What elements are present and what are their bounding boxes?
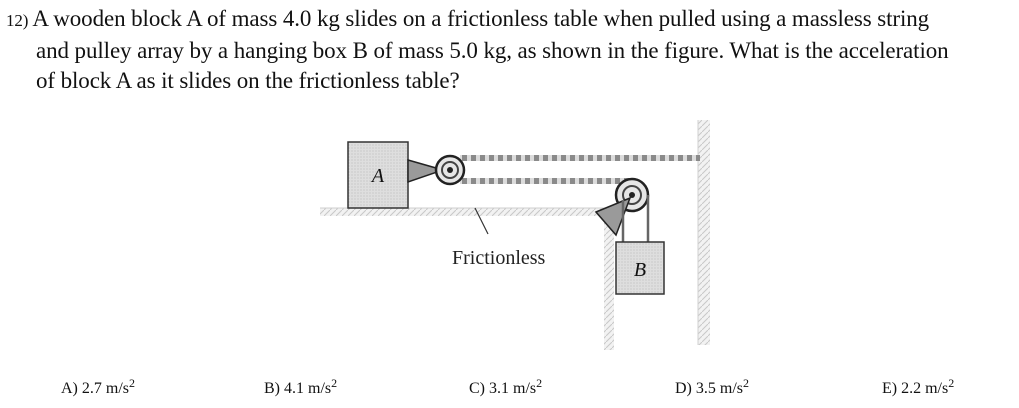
table-surface [320,207,614,350]
question-line-1: A wooden block A of mass 4.0 kg slides o… [32,6,930,31]
frictionless-label: Frictionless [452,247,546,269]
pulley-a-bracket [407,159,446,184]
block-a [347,141,409,209]
answer-exponent: 2 [743,376,750,390]
pulley-table-bracket [594,196,632,237]
answer-exponent: 2 [331,376,338,390]
answer-option-d[interactable]: D) 3.5 m/s2 [675,376,749,398]
question-text: 12)A wooden block A of mass 4.0 kg slide… [6,4,1011,96]
block-a-label: A [370,165,385,187]
question-line-3: of block A as it slides on the frictionl… [36,68,460,93]
pulley-figure: A B Frictionless [320,120,710,350]
question-line-2: and pulley array by a hanging box B of m… [36,38,949,63]
answer-letter: C) [469,380,485,397]
frictionless-pointer [474,207,489,235]
wall-support [697,120,710,345]
answer-exponent: 2 [536,376,543,390]
answer-exponent: 2 [129,376,136,390]
answer-option-b[interactable]: B) 4.1 m/s2 [264,376,337,398]
answer-value: 2.7 m/s [81,380,130,397]
block-b-label: B [634,259,646,281]
rope-upper [460,155,700,161]
answer-exponent: 2 [948,376,955,390]
answer-option-e[interactable]: E) 2.2 m/s2 [882,376,954,398]
answer-value: 2.2 m/s [901,380,949,397]
answer-letter: D) [675,380,692,397]
answer-value: 3.5 m/s [695,380,744,397]
answer-letter: E) [882,380,898,397]
block-b [615,241,665,295]
answer-value: 3.1 m/s [489,380,537,397]
answer-option-c[interactable]: C) 3.1 m/s2 [469,376,542,398]
rope-lower [460,178,630,184]
question-number: 12) [6,11,29,30]
pulley-a [434,154,466,186]
answer-choices: A) 2.7 m/s2 B) 4.1 m/s2 C) 3.1 m/s2 D) 3… [0,368,1019,402]
answer-letter: A) [61,380,78,397]
answer-letter: B) [264,380,280,397]
answer-option-a[interactable]: A) 2.7 m/s2 [61,376,135,398]
answer-value: 4.1 m/s [284,380,332,397]
